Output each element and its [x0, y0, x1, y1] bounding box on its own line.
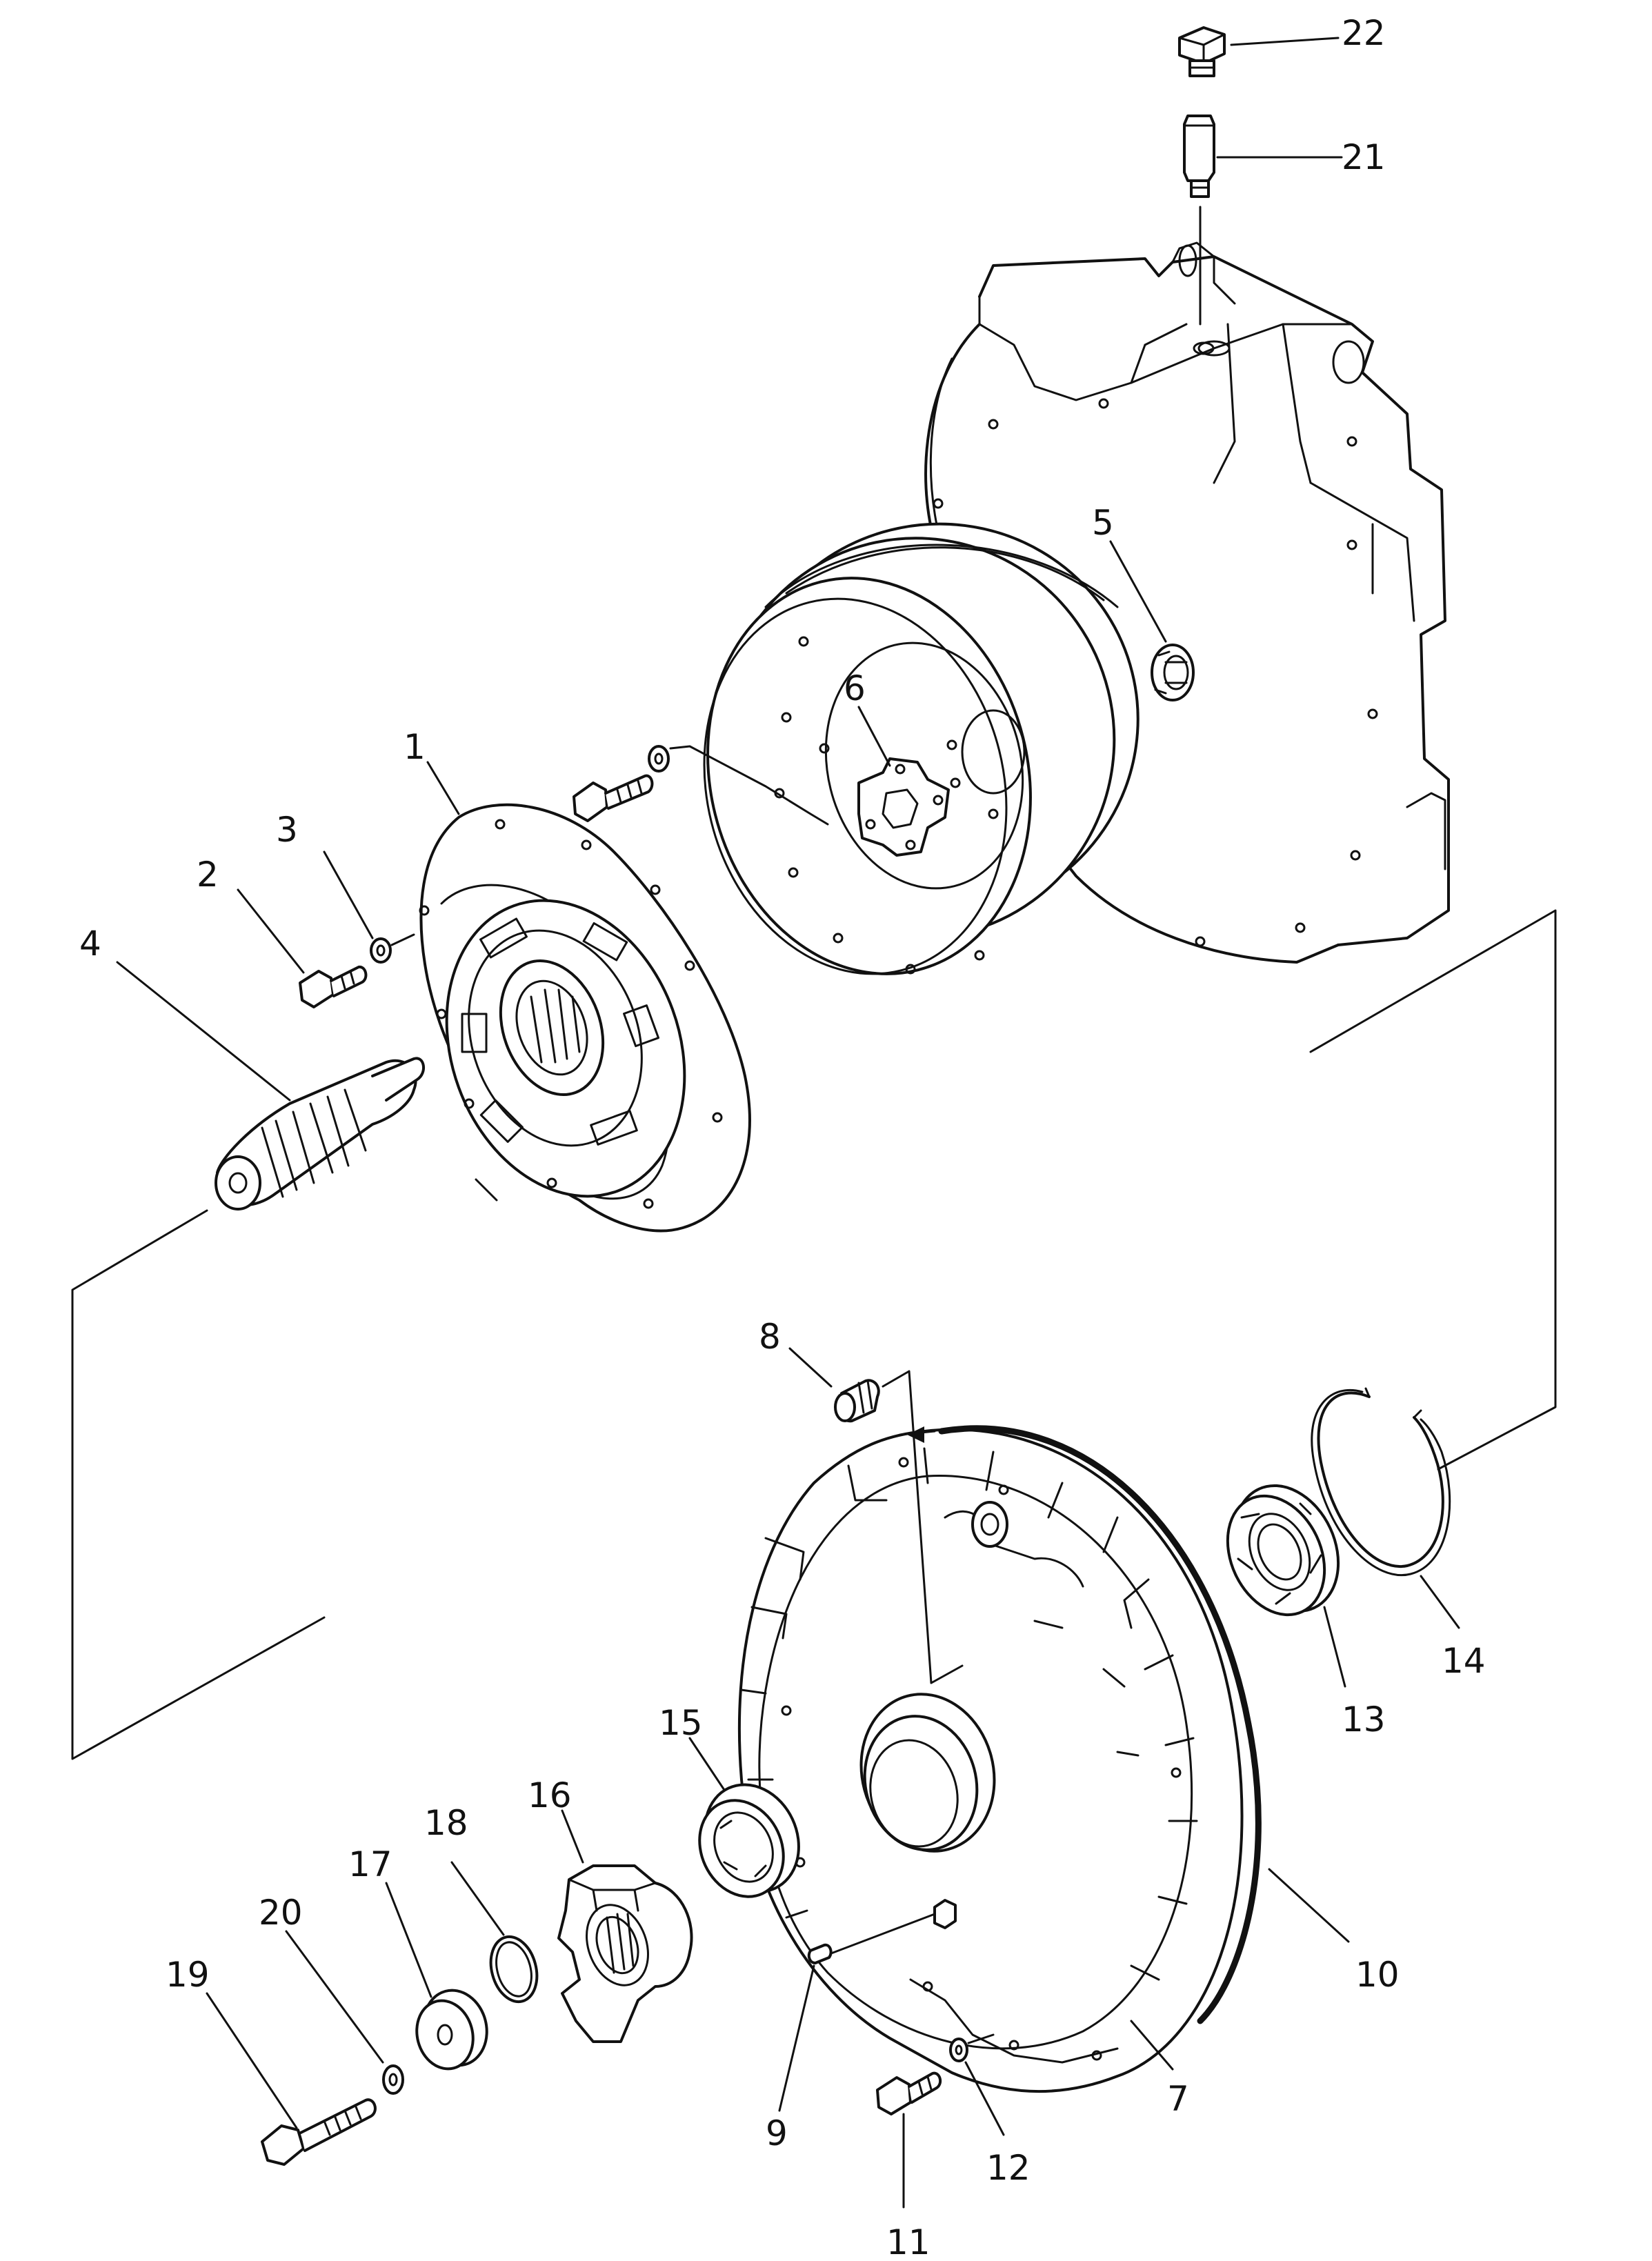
callout-12: 12: [986, 2148, 1031, 2188]
o-ring-part-18: [489, 1935, 539, 2004]
callout-19: 19: [166, 1955, 210, 1995]
washer-part-20: [382, 2064, 404, 2095]
callout-7: 7: [1167, 2079, 1189, 2119]
oil-seal-part-15: [698, 1783, 800, 1898]
disc-damper-springs: [461, 917, 660, 1146]
callout-17: 17: [348, 1844, 392, 1884]
callout-13: 13: [1342, 1700, 1386, 1740]
flywheel: [703, 522, 1140, 975]
plug-part-22: [1178, 26, 1226, 77]
flywheel-housing: [924, 241, 1450, 964]
disc-splines: [530, 988, 581, 1064]
callout-labels: 1 2 3 4 5 6 7 8 9 10 11 12 13 14 15 16 1…: [79, 13, 1486, 2261]
bearing-part-13: [1226, 1484, 1340, 1617]
pilot-bearing-part-5: [1151, 644, 1195, 701]
coupling-part-16: [557, 1864, 693, 2043]
callout-5: 5: [1092, 503, 1114, 543]
callout-20: 20: [259, 1893, 303, 1933]
callout-11: 11: [886, 2222, 931, 2261]
callout-8: 8: [759, 1317, 781, 1357]
callout-4: 4: [79, 924, 101, 964]
input-shaft-part-4: [215, 1057, 425, 1211]
callout-18: 18: [424, 1803, 468, 1843]
spacer-part-17: [415, 1989, 488, 2071]
flywheel-holes: [774, 636, 999, 975]
callout-14: 14: [1442, 1641, 1486, 1681]
plug-part-8: [834, 1379, 880, 1423]
coupling-bolt: [573, 745, 829, 826]
callout-21: 21: [1342, 137, 1386, 177]
bolt-part-11: [876, 2071, 942, 2115]
callout-16: 16: [528, 1775, 572, 1815]
clutch-disc-part-1: [419, 803, 751, 1233]
callout-2: 2: [197, 855, 219, 895]
seal-arc-part-10: [899, 1425, 1262, 2024]
snap-ring-part-14: [1311, 1387, 1451, 1576]
set-screw-part-9: [807, 1913, 936, 1964]
callout-22: 22: [1342, 13, 1386, 53]
assembly-lines: [71, 909, 1557, 1760]
bell-housing-part-7: [737, 1428, 1244, 2093]
callout-15: 15: [659, 1703, 703, 1743]
callout-3: 3: [276, 810, 298, 850]
disc-rivets: [419, 819, 723, 1209]
bolt-part-19: [261, 2098, 377, 2166]
callout-1: 1: [404, 727, 426, 767]
callout-6: 6: [844, 668, 866, 708]
callout-9: 9: [766, 2113, 788, 2153]
washer-part-3: [370, 933, 415, 964]
bolt-part-2: [299, 965, 368, 1008]
callout-10: 10: [1355, 1955, 1400, 1995]
washer-part-12: [949, 2033, 995, 2062]
leader-lines: [116, 37, 1460, 2209]
fitting-part-21: [1183, 114, 1215, 198]
coupling-plate-part-6: [857, 757, 950, 857]
housing-bolt-holes: [933, 398, 1378, 947]
